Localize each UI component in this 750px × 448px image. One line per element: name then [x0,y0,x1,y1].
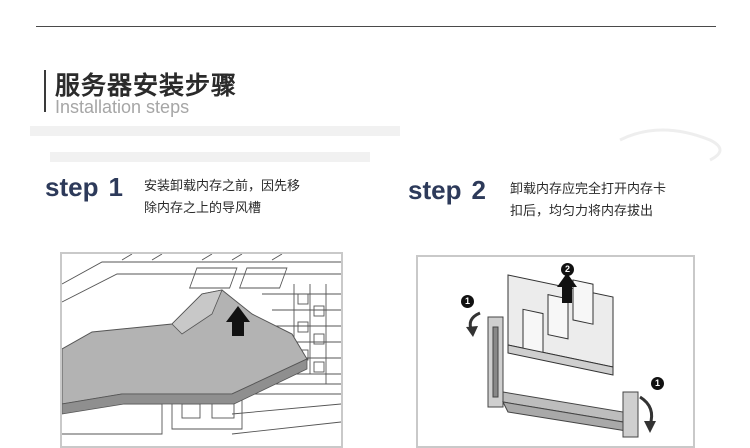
callout-2: 2 [561,263,574,276]
step-2-word: step [408,175,462,205]
title-accent-bar [44,70,46,112]
step-2-number: 2 [471,175,486,205]
step-2-description: 卸载内存应完全打开内存卡 扣后，均匀力将内存拔出 [510,179,666,223]
air-duct-illustration-panel [60,252,343,448]
step-2-label: step 2 [408,175,486,206]
memory-removal-illustration [466,273,656,438]
step-1-line-1: 安装卸载内存之前，因先移 [144,179,301,194]
background-watermark [30,126,722,162]
step-2-line-1: 卸载内存应完全打开内存卡 [510,182,667,197]
air-duct-removal-illustration [62,254,341,435]
step-1-label: step 1 [45,172,123,203]
step-1-number: 1 [108,172,123,202]
page-title: 服务器安装步骤 [55,71,238,100]
step-1-line-2: 除内存之上的导风槽 [144,201,262,216]
memory-removal-illustration-panel: 1 2 1 [416,255,695,448]
page-subtitle: Installation steps [55,97,190,117]
step-1-word: step [45,172,99,202]
callout-1-left: 1 [461,295,474,308]
step-1-description: 安装卸载内存之前，因先移 除内存之上的导风槽 [144,176,300,220]
callout-1-right: 1 [651,377,664,390]
top-divider [36,26,716,27]
step-2-line-2: 扣后，均匀力将内存拔出 [510,204,654,219]
